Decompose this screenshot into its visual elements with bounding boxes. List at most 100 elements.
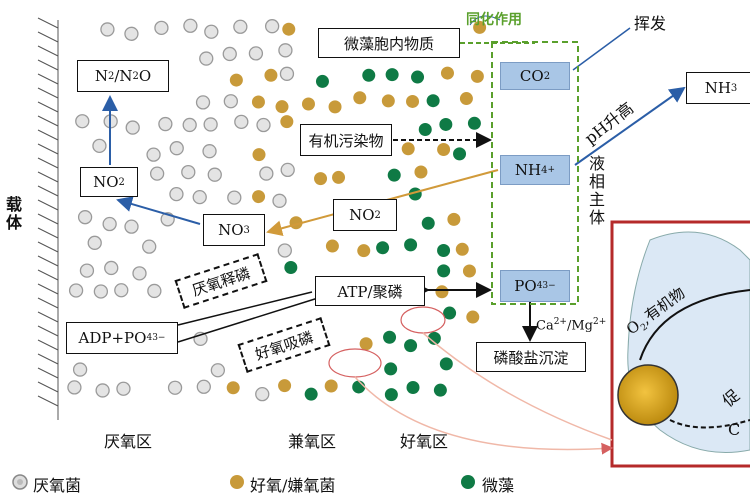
microalgae-particle (362, 68, 376, 82)
anaerobe-particle (192, 189, 207, 205)
anaerobe-particle (147, 283, 162, 299)
anaerobe-particle (116, 381, 131, 396)
label-c: C (728, 420, 741, 439)
microalgae-particle (439, 357, 453, 371)
facultative-particle (459, 92, 473, 106)
zoom-curve-1 (354, 376, 614, 455)
facultative-particle (229, 73, 243, 87)
microalgae-particle (443, 306, 457, 320)
legend-anaerobe: 厌氧菌 (33, 476, 82, 495)
anaerobe-particle (87, 235, 102, 250)
anaerobe-particle (182, 117, 197, 133)
microalgae-particle (387, 168, 401, 182)
facultative-particle (357, 244, 371, 258)
facultative-particle (280, 115, 294, 129)
facultative-particle (381, 94, 395, 108)
anaerobe-particle (223, 94, 238, 109)
label-liquid-phase: 液相主体 (586, 155, 605, 227)
facultative-particle (275, 100, 289, 114)
microalgae-particle (433, 383, 447, 397)
anaerobe-particle (95, 383, 110, 398)
anaerobe-particle (233, 19, 248, 34)
anaerobe-particle (277, 243, 292, 258)
facultative-particle (324, 379, 338, 393)
liquid-phase-frame (491, 41, 579, 305)
anaerobe-particle (207, 167, 222, 182)
anaerobe-particle (79, 263, 95, 278)
anaerobe-particle (183, 18, 198, 33)
anaerobe-particle (102, 216, 117, 232)
label-ca-mg: Ca2+/Mg2+ (536, 317, 607, 334)
anaerobe-particle (67, 380, 82, 395)
microalgae-particle (315, 74, 329, 88)
microalgae-particle (453, 147, 467, 161)
highlight-ellipse-1 (328, 348, 382, 378)
node-precipitate: 磷酸盐沉淀 (476, 342, 586, 372)
microalgae-particle (421, 216, 435, 230)
facultative-particle (435, 285, 449, 299)
anaerobe-particle (195, 95, 211, 110)
facultative-particle (406, 94, 420, 108)
algae-cell-zoom (617, 364, 679, 426)
anaerobe-particle (68, 283, 84, 298)
anaerobe-particle (154, 20, 169, 35)
microalgae-particle (284, 261, 298, 275)
anaerobe-particle (124, 219, 139, 234)
label-volatilize: 挥发 (634, 14, 667, 33)
label-carrier: 载体 (3, 196, 22, 232)
anaerobe-particle (199, 51, 214, 66)
microalgae-particle (404, 238, 418, 252)
anaerobe-particle (264, 19, 280, 34)
microalgae-particle (406, 380, 420, 394)
facultative-particle (466, 310, 480, 324)
anaerobe-particle (146, 147, 161, 162)
microalgae-particle (383, 330, 397, 344)
anaerobe-particle (203, 117, 218, 132)
facultative-particle (401, 142, 415, 156)
microalgae-particle (427, 331, 441, 345)
arrow-nh4-to-nh3 (574, 86, 686, 166)
anaerobe-particle (255, 387, 270, 402)
facultative-particle (314, 172, 328, 186)
arrow-no3-to-no2 (116, 196, 201, 225)
line-atp-adp-bot (177, 297, 319, 343)
zone-aerobic: 好氧区 (400, 432, 449, 451)
anaerobe-particle (227, 190, 242, 205)
legend-microalgae: 微藻 (482, 476, 515, 495)
anaerobe-particle (158, 116, 173, 132)
anaerobe-particle (169, 141, 184, 156)
curve-green (469, 15, 501, 26)
facultative-particle (359, 337, 373, 351)
anaerobe-particle (124, 26, 139, 41)
facultative-particle (252, 190, 266, 204)
cell-arc (639, 289, 750, 361)
anaerobe-particle (202, 144, 217, 159)
zone-anaerobic: 厌氧区 (104, 432, 153, 451)
facultative-particle (264, 68, 278, 82)
anaerobe-particle (181, 164, 196, 180)
microalgae-particle (467, 116, 481, 130)
zoom-curve-2 (422, 332, 613, 441)
microalgae-particle (411, 70, 425, 84)
node-organic: 有机污染物 (300, 124, 392, 156)
facultative-particle (226, 381, 240, 395)
zone-anoxic: 兼氧区 (288, 432, 337, 451)
microalgae-particle (404, 339, 418, 353)
legend-facultative: 好氧/嫌氧菌 (250, 476, 336, 495)
anaerobe-particle (210, 363, 225, 378)
microalgae-particle (426, 94, 440, 108)
microalgae-particle (439, 117, 453, 131)
facultative-particle (252, 148, 266, 162)
facultative-particle (278, 379, 292, 393)
legend-facultative-dot (230, 475, 244, 489)
anaerobe-particle (248, 46, 264, 61)
anaerobe-particle (256, 117, 271, 133)
node-algae-cell: 微藻胞内物质 (318, 28, 460, 58)
facultative-particle (328, 100, 342, 114)
anaerobe-particle (272, 193, 287, 208)
